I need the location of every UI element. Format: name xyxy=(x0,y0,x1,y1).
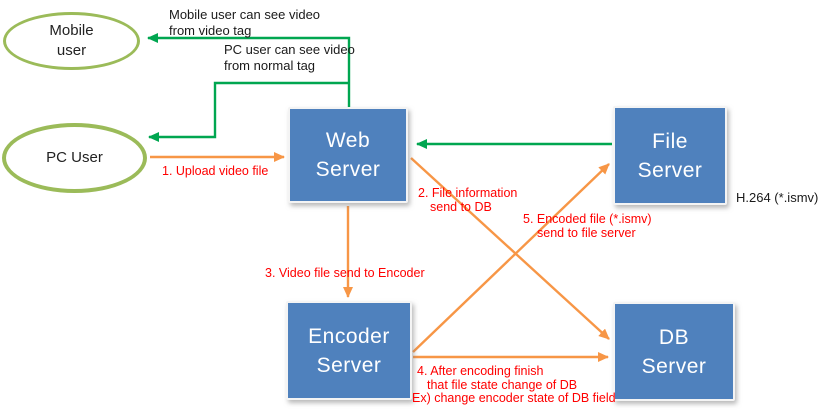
encoder-server-label-line2: Server xyxy=(316,353,382,377)
node-file-server: File Server xyxy=(613,106,727,205)
flow-label-step4: 4. After encoding finish that file state… xyxy=(412,364,616,406)
step4-line1: 4. After encoding finish xyxy=(417,364,544,378)
mobile-user-label-line1: Mobile xyxy=(49,22,94,39)
file-server-label-line2: Server xyxy=(637,158,703,182)
db-server-label-line2: Server xyxy=(641,354,707,378)
flow-label-step2: 2. File information send to DB xyxy=(418,186,518,214)
note-mobile-video: Mobile user can see video from video tag xyxy=(169,7,320,39)
note-h264: H.264 (*.ismv) xyxy=(736,190,818,206)
note-pc-video-line2: from normal tag xyxy=(224,58,316,73)
flow-label-step5: 5. Encoded file (*.ismv) send to file se… xyxy=(523,212,652,240)
node-mobile-user: Mobile user xyxy=(3,12,140,70)
db-server-label-line1: DB xyxy=(658,325,690,349)
note-pc-video: PC user can see video from normal tag xyxy=(224,42,355,74)
step4-line2: that file state change of DB xyxy=(427,377,578,392)
step5-line2: send to file server xyxy=(537,225,636,240)
node-encoder-server: Encoder Server xyxy=(286,301,412,400)
file-server-label-line1: File xyxy=(652,129,688,153)
node-web-server: Web Server xyxy=(288,107,408,203)
note-h264-text: H.264 (*.ismv) xyxy=(736,190,819,205)
step4-line3: Ex) change encoder state of DB field xyxy=(412,391,616,405)
note-mobile-video-line2: from video tag xyxy=(169,23,252,38)
node-db-server: DB Server xyxy=(613,302,735,401)
note-mobile-video-line1: Mobile user can see video xyxy=(169,7,321,22)
node-pc-user: PC User xyxy=(2,123,147,193)
web-server-label-line1: Web xyxy=(325,129,371,152)
web-server-label-line2: Server xyxy=(315,158,381,181)
step5-line1: 5. Encoded file (*.ismv) xyxy=(523,212,652,226)
step2-line2: send to DB xyxy=(430,199,492,214)
flow-label-step1: 1. Upload video file xyxy=(162,164,269,179)
encoder-server-label-line1: Encoder xyxy=(308,324,390,348)
flow-label-step3: 3. Video file send to Encoder xyxy=(265,266,425,281)
mobile-user-label-line2: user xyxy=(56,42,87,59)
step1-text: 1. Upload video file xyxy=(162,164,269,178)
step3-text: 3. Video file send to Encoder xyxy=(265,266,425,280)
note-pc-video-line1: PC user can see video xyxy=(224,42,355,57)
step2-line1: 2. File information xyxy=(418,186,518,200)
pc-user-label: PC User xyxy=(46,149,103,166)
